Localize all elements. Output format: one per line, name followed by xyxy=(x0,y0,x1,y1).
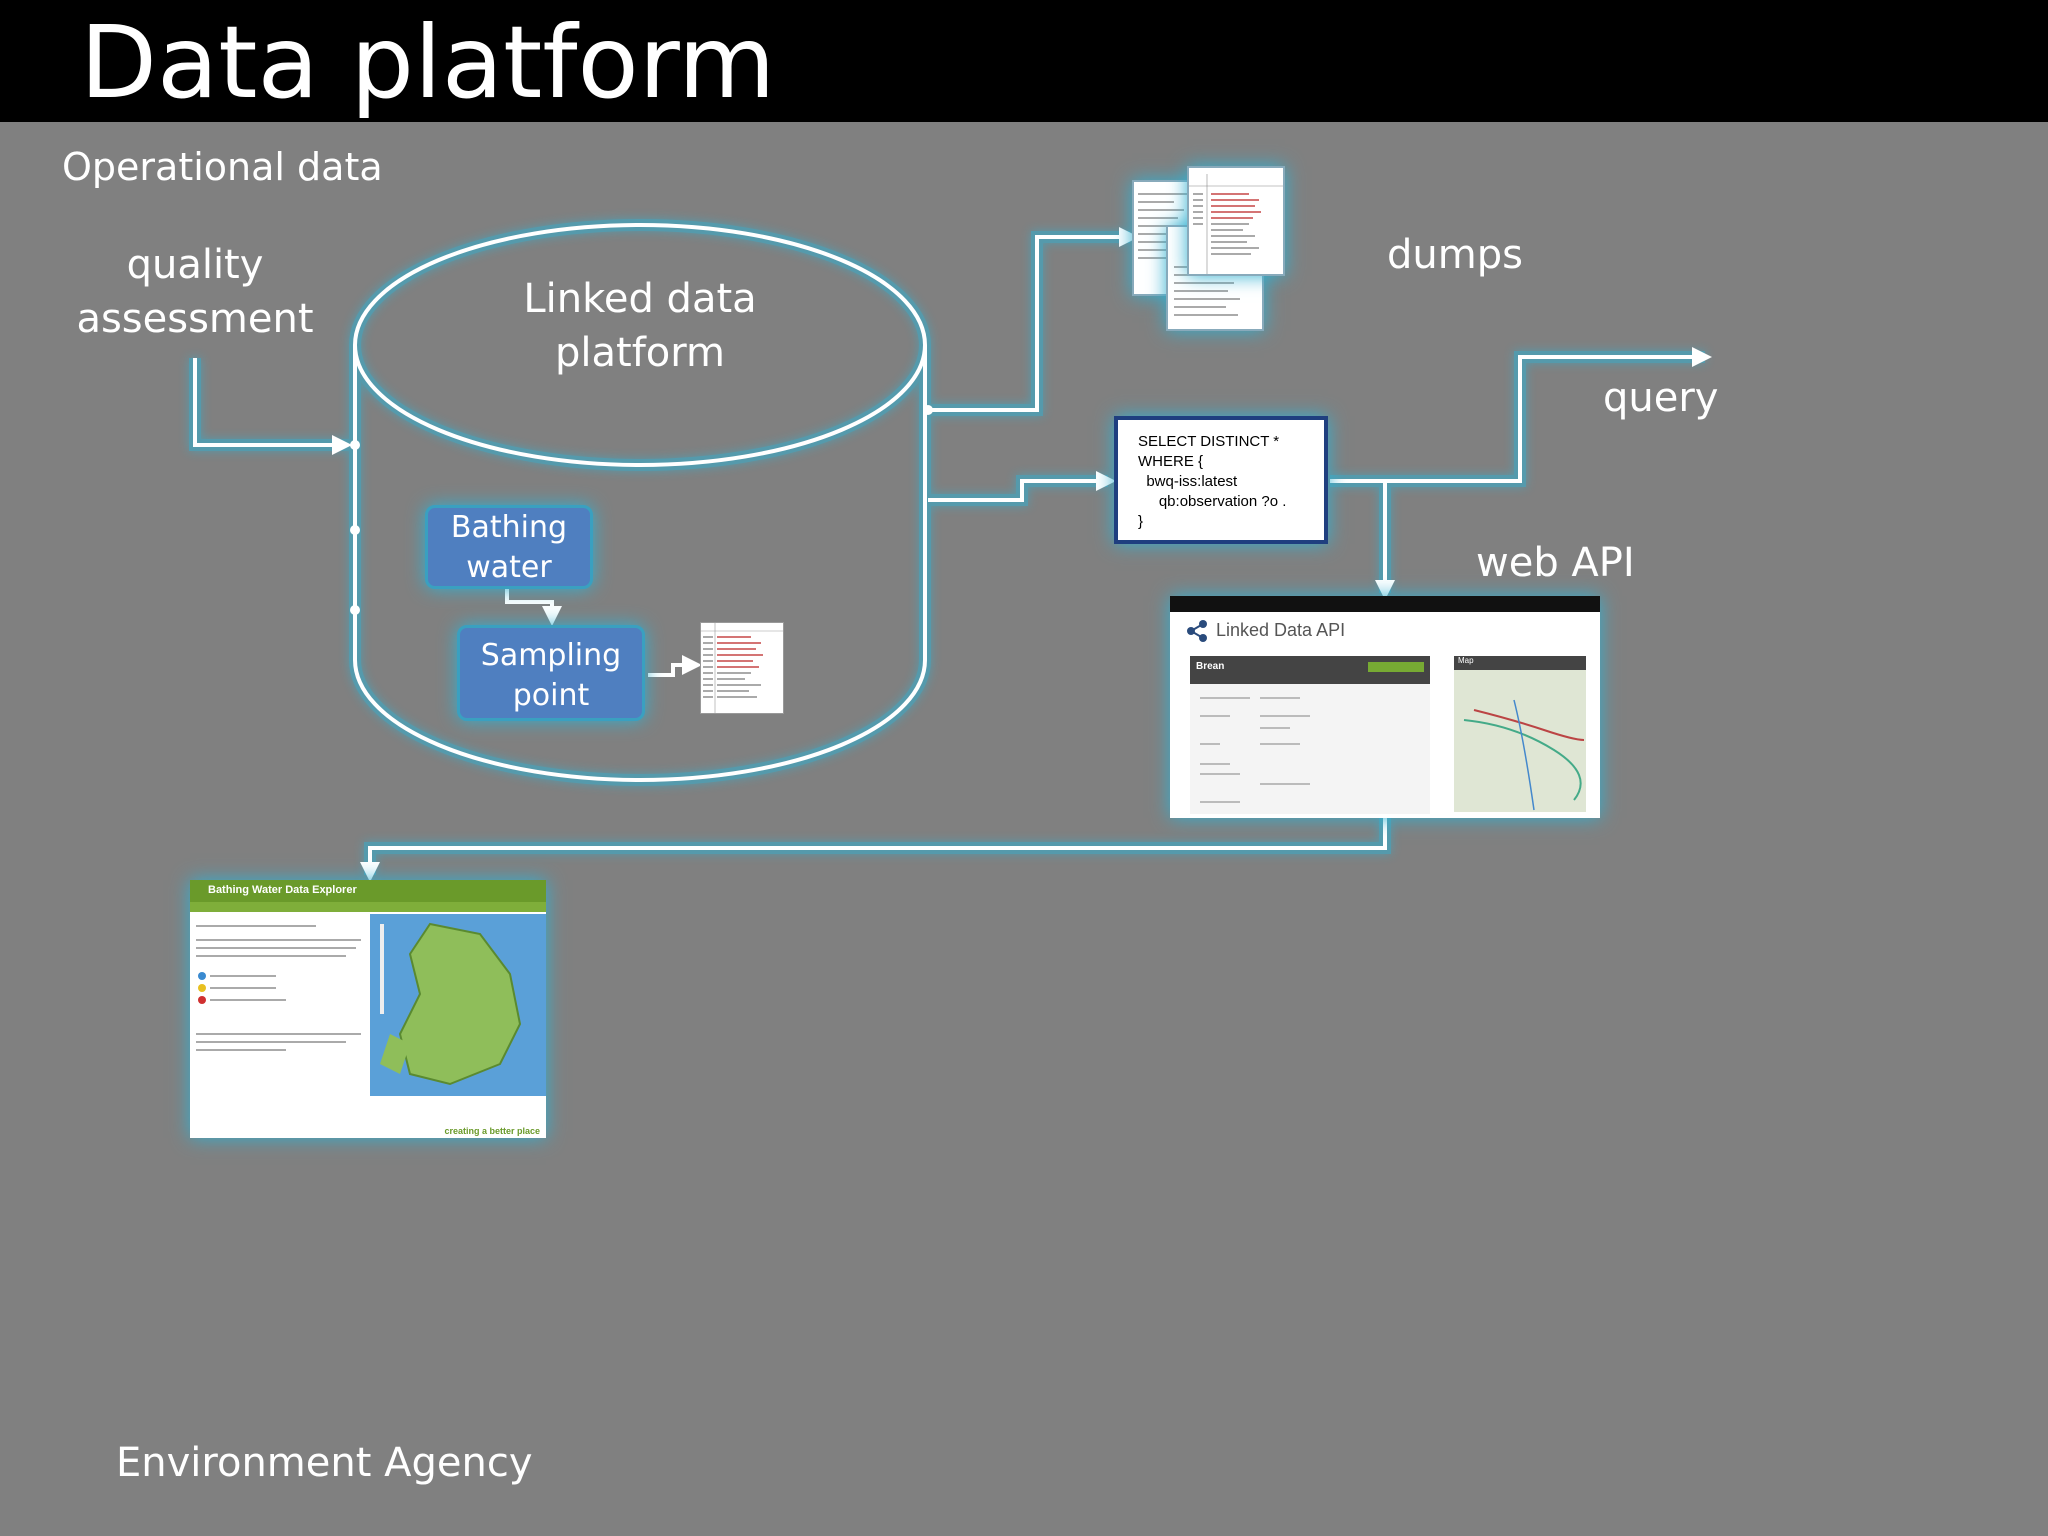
query-label: query xyxy=(1603,375,1719,421)
title-bar xyxy=(0,0,2048,122)
quality-assessment-label: quality assessment xyxy=(60,238,330,346)
sparql-query-box: SELECT DISTINCT * WHERE { bwq-iss:latest… xyxy=(1114,416,1328,544)
sparql-line-1: SELECT DISTINCT * xyxy=(1138,433,1280,450)
platform-line-1: Linked data xyxy=(523,276,757,322)
explorer-screenshot: Bathing Water Data Explorer creating a b… xyxy=(190,880,546,1138)
england-map-icon xyxy=(380,922,522,1086)
sampling-to-table-arrow xyxy=(648,655,702,677)
explorer-map xyxy=(370,914,546,1096)
bathing-line-1: Bathing xyxy=(450,510,568,545)
api-panel-title: Brean xyxy=(1196,661,1225,672)
sampling-point-box: Sampling point xyxy=(457,625,645,721)
platform-to-dumps-arrow xyxy=(928,227,1139,412)
database-cylinder xyxy=(353,223,927,782)
sampling-table-thumbnail xyxy=(700,622,784,714)
sparql-line-3: bwq-iss:latest xyxy=(1138,473,1238,490)
sampling-line-1: Sampling xyxy=(480,638,622,673)
assessment-line: assessment xyxy=(76,296,314,342)
operational-data-label: Operational data xyxy=(62,145,383,189)
api-map: Map xyxy=(1454,656,1586,812)
platform-line-2: platform xyxy=(555,330,725,376)
platform-label: Linked data platform xyxy=(490,272,790,380)
quality-line: quality xyxy=(126,242,264,288)
api-status-badge xyxy=(1368,662,1424,672)
table-lines-icon xyxy=(701,623,783,713)
sparql-line-2: WHERE { xyxy=(1138,453,1204,470)
api-title: Linked Data API xyxy=(1216,620,1346,640)
explorer-sidebar xyxy=(196,920,366,1120)
quality-to-platform-arrow xyxy=(193,358,352,455)
slide-title: Data platform xyxy=(80,4,776,121)
sampling-line-2: point xyxy=(512,678,590,713)
webapi-to-explorer-arrow xyxy=(360,818,1387,882)
dump-document-3 xyxy=(1187,166,1285,276)
bathing-to-sampling-arrow xyxy=(505,582,562,626)
sparql-to-query-arrow xyxy=(1330,347,1712,483)
api-panel-body xyxy=(1190,684,1430,814)
sparql-line-5: } xyxy=(1138,513,1144,530)
sparql-line-4: qb:observation ?o . xyxy=(1138,493,1287,510)
api-map-header: Map xyxy=(1454,656,1586,670)
platform-to-sparql-arrow xyxy=(928,471,1116,502)
share-nodes-icon xyxy=(1186,620,1208,642)
connector-dots xyxy=(350,405,933,615)
web-api-label: web API xyxy=(1476,540,1635,586)
explorer-subbar xyxy=(190,902,546,912)
footer-label: Environment Agency xyxy=(116,1440,533,1486)
explorer-header: Bathing Water Data Explorer xyxy=(190,880,546,902)
bathing-line-2: water xyxy=(466,550,552,585)
api-topbar xyxy=(1170,596,1600,612)
dumps-label: dumps xyxy=(1387,232,1523,278)
explorer-tagline: creating a better place xyxy=(444,1126,540,1136)
map-routes-icon xyxy=(1463,699,1585,811)
api-panel-header: Brean xyxy=(1190,656,1430,684)
web-api-screenshot: Linked Data API Brean Map xyxy=(1170,596,1600,818)
bathing-water-box: Bathing water xyxy=(425,505,593,589)
